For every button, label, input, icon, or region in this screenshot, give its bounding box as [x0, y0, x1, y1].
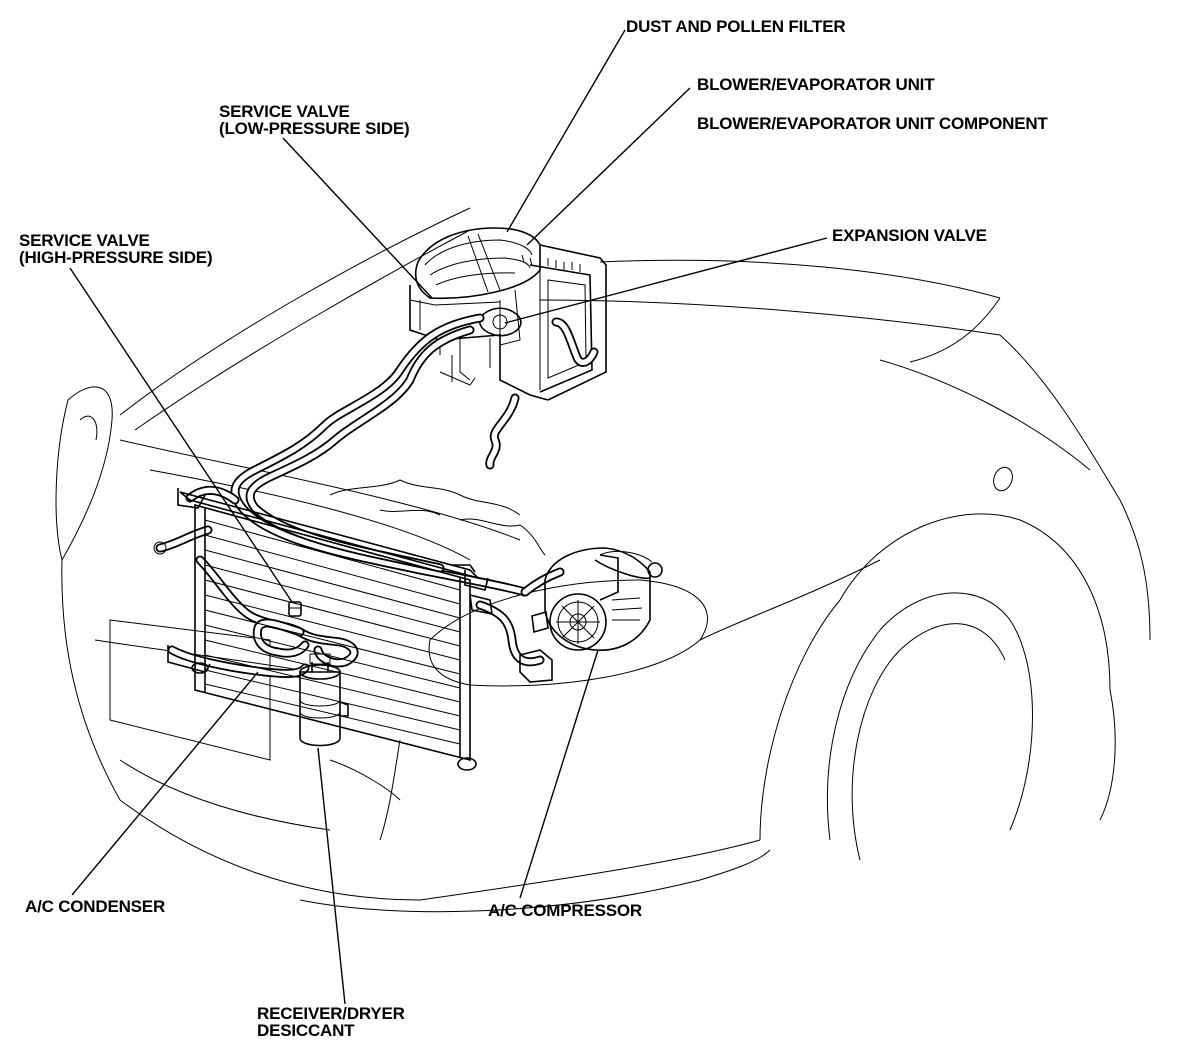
- leader-receiver-dryer: [317, 747, 346, 1005]
- leader-lines: [69, 29, 828, 1005]
- label-expansion-valve: EXPANSION VALVE: [832, 226, 987, 245]
- label-service-valve-high-line2: (HIGH-PRESSURE SIDE): [19, 248, 213, 267]
- leader-ac-compressor: [519, 649, 599, 899]
- label-service-valve-high-line1: SERVICE VALVE: [19, 231, 150, 250]
- label-service-valve-low-line2: (LOW-PRESSURE SIDE): [219, 119, 410, 138]
- label-dust-pollen-filter: DUST AND POLLEN FILTER: [626, 17, 846, 36]
- label-blower-evaporator-component: BLOWER/EVAPORATOR UNIT COMPONENT: [697, 114, 1048, 133]
- label-receiver-dryer-line1: RECEIVER/DRYER: [257, 1004, 405, 1023]
- blower-evaporator-unit-drawing: [409, 227, 607, 470]
- label-ac-compressor: A/C COMPRESSOR: [488, 901, 642, 920]
- leader-ac-condenser: [71, 671, 259, 896]
- label-service-valve-low-line1: SERVICE VALVE: [219, 102, 350, 121]
- ac-compressor-drawing: [519, 547, 663, 683]
- leader-expansion-valve: [504, 237, 828, 324]
- label-ac-condenser: A/C CONDENSER: [25, 897, 166, 916]
- label-blower-evaporator-unit: BLOWER/EVAPORATOR UNIT: [697, 75, 935, 94]
- refrigerant-lines: [155, 313, 565, 678]
- label-service-valve-high: SERVICE VALVE (HIGH-PRESSURE SIDE): [19, 231, 213, 267]
- label-receiver-dryer-line2: DESICCANT: [257, 1021, 355, 1040]
- leader-service-valve-low: [282, 137, 433, 299]
- leader-blower-evaporator: [526, 87, 691, 246]
- leader-dust-pollen-filter: [506, 29, 626, 233]
- car-body-outline: [55, 207, 1151, 913]
- label-receiver-dryer: RECEIVER/DRYER DESICCANT: [257, 1005, 405, 1039]
- receiver-dryer-drawing: [288, 601, 349, 747]
- leader-service-valve-high: [69, 267, 293, 603]
- ac-condenser-drawing: [153, 488, 493, 771]
- label-service-valve-low: SERVICE VALVE (LOW-PRESSURE SIDE): [219, 102, 410, 138]
